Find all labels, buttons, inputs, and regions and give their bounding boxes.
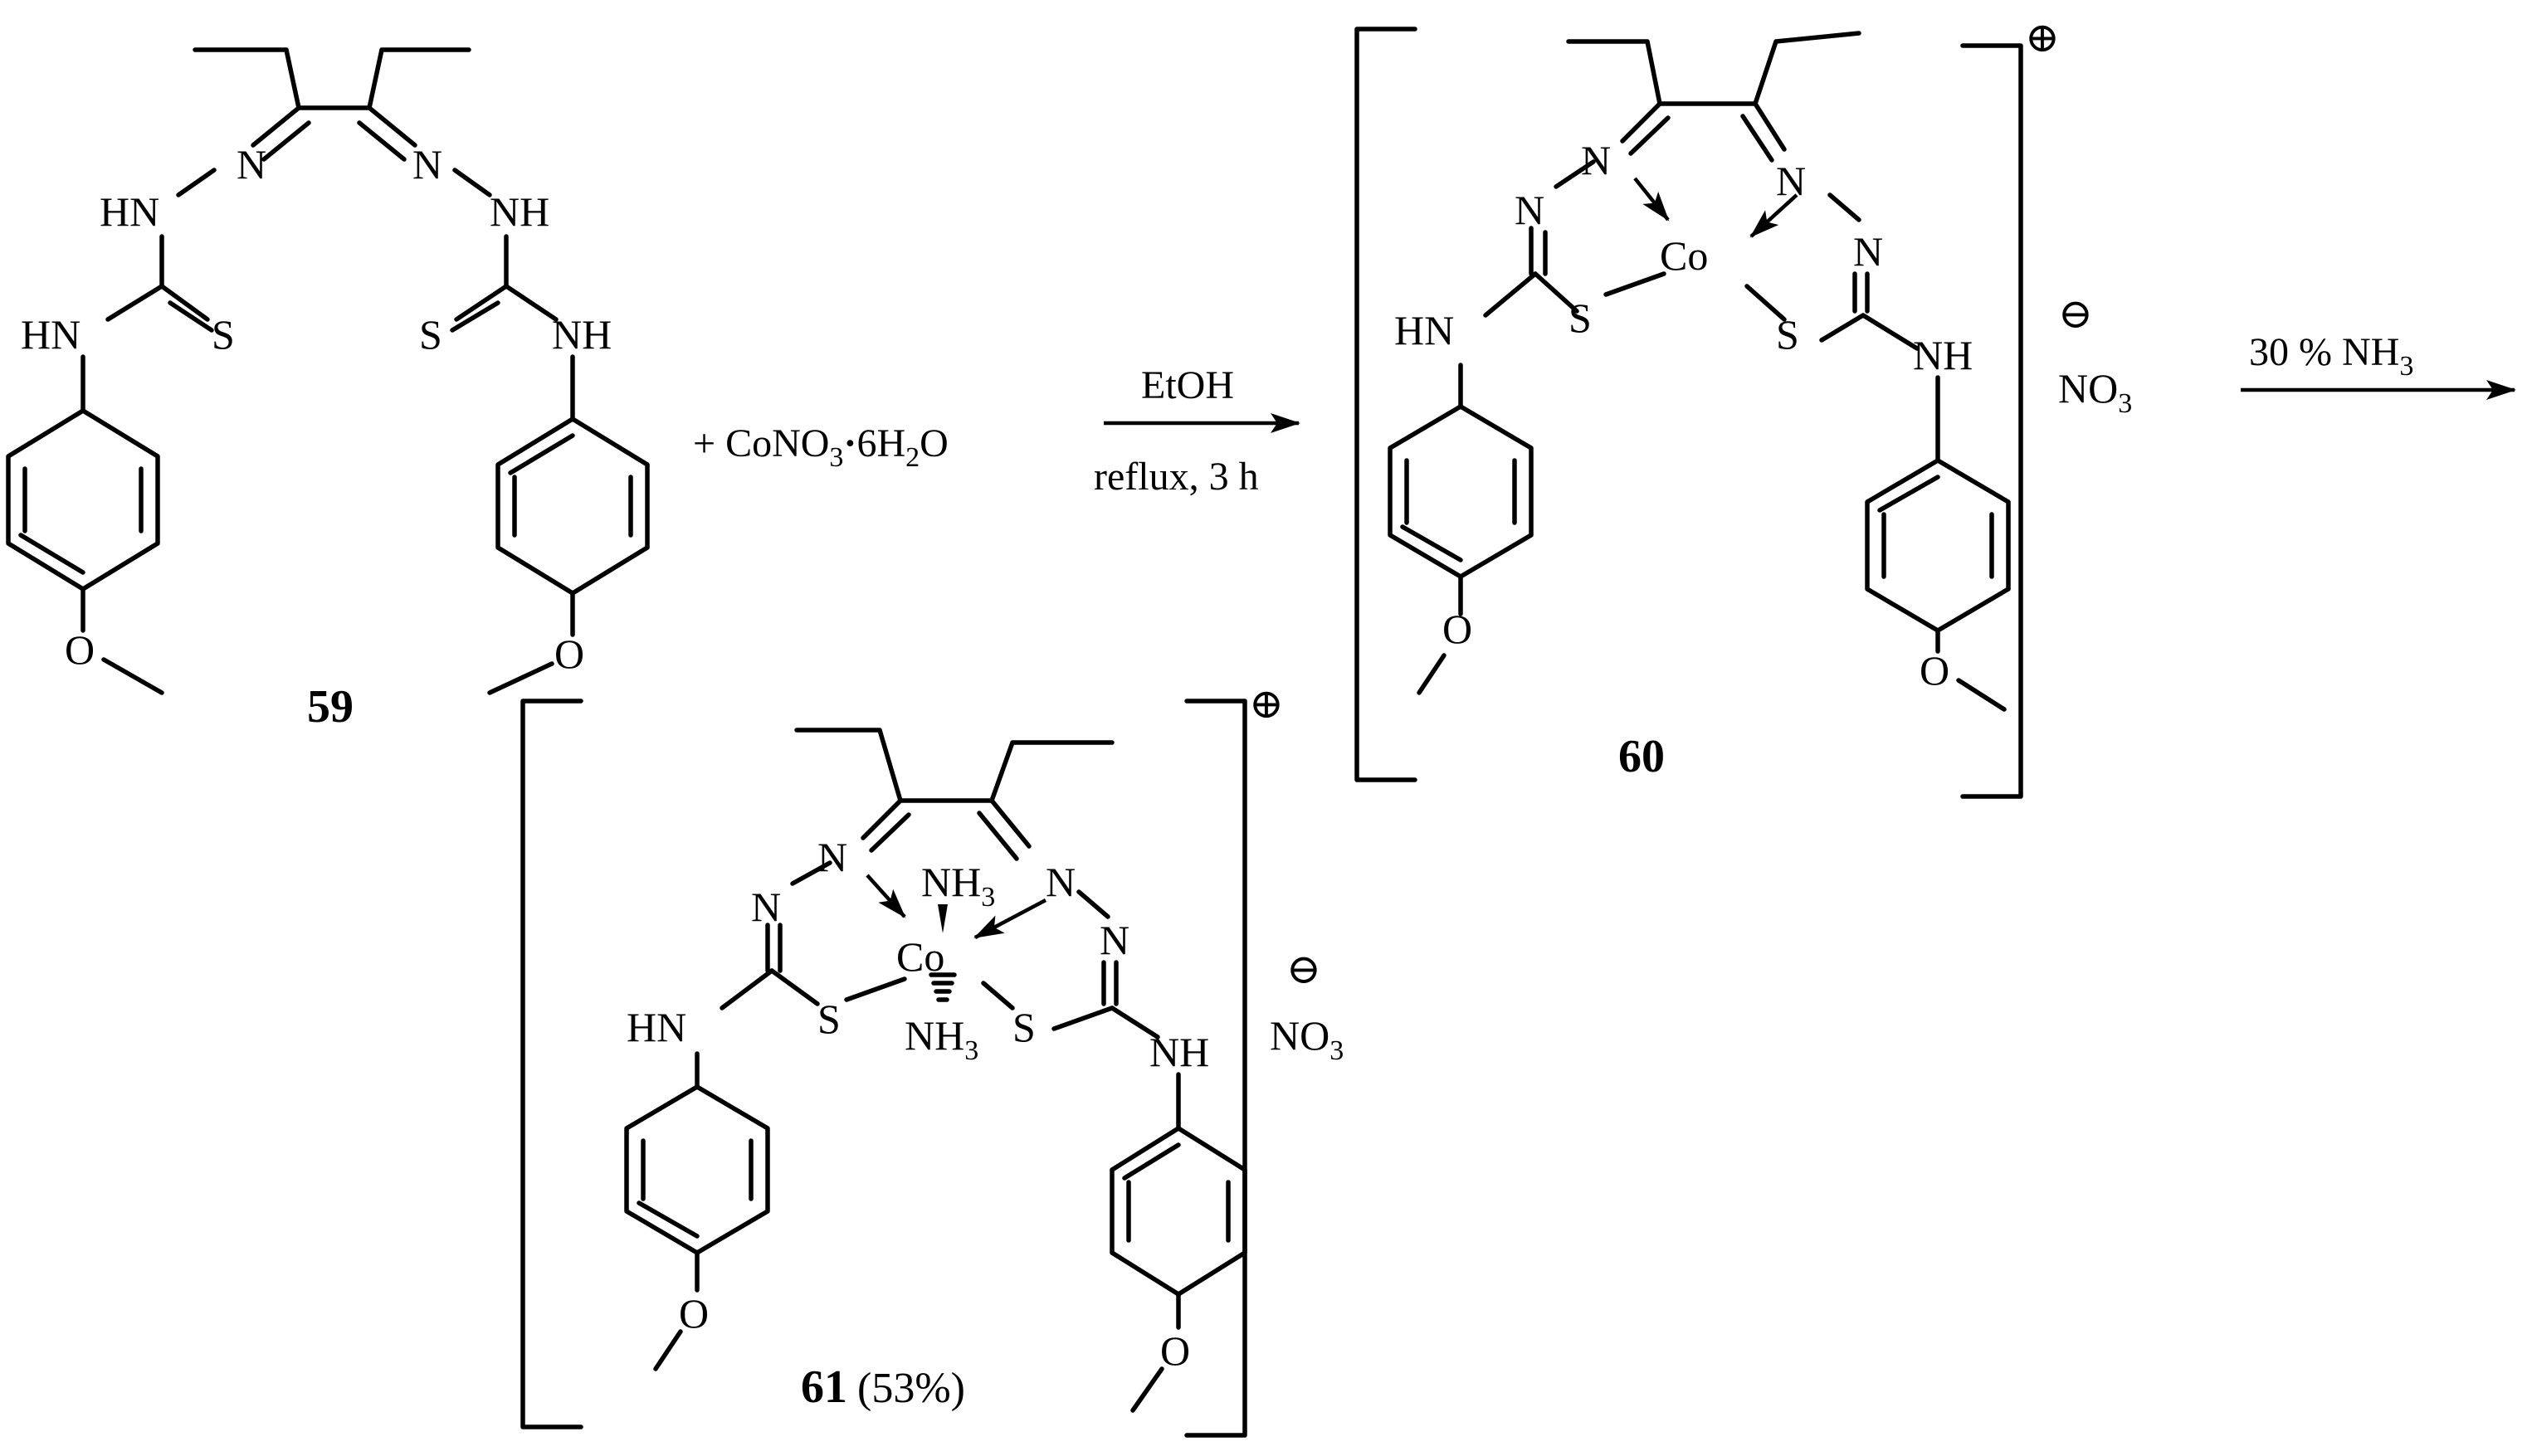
atom-S: S: [1568, 295, 1592, 341]
charge-plus: ⊕: [1249, 680, 1284, 727]
atom-NH: NH: [490, 188, 549, 235]
atom-N: N: [1046, 859, 1076, 905]
atom-O: O: [1160, 1327, 1190, 1374]
ligand-NH3-top: NH3: [921, 859, 995, 913]
atom-N: N: [817, 834, 847, 880]
atom-N: N: [1776, 158, 1806, 204]
atom-N: N: [751, 884, 781, 930]
reagent-text: + CoNO3·6H2O: [693, 421, 949, 473]
reaction-arrow-2: 30 % NH3: [2241, 330, 2516, 400]
atom-HN: HN: [21, 311, 80, 358]
arrow-1-above: EtOH: [1141, 363, 1234, 407]
counter-charge: ⊖: [1286, 946, 1321, 992]
atom-N: N: [1581, 137, 1611, 183]
atom-HN: HN: [627, 1004, 686, 1050]
atom-Co: Co: [896, 933, 944, 980]
arrow-2-above: 30 % NH3: [2249, 330, 2413, 382]
counter-ion: NO3: [1270, 1012, 1344, 1066]
atom-N: N: [412, 141, 442, 187]
atom-N: N: [1100, 917, 1129, 963]
ligand-NH3-bottom: NH3: [905, 1012, 978, 1066]
atom-NH: NH: [1913, 332, 1973, 378]
atom-S: S: [1012, 1004, 1036, 1050]
compound-59: N HN S HN O N NH S NH O 59: [6, 47, 650, 733]
atom-NH: NH: [1149, 1029, 1209, 1075]
atom-NH: NH: [552, 311, 612, 358]
compound-61: ⊕ N N N N: [520, 680, 1344, 1438]
atom-O: O: [679, 1290, 709, 1337]
atom-Co: Co: [1660, 232, 1708, 279]
counter-charge: ⊖: [2058, 290, 2093, 337]
atom-O: O: [1920, 647, 1949, 694]
atom-O: O: [65, 626, 95, 673]
compound-label-61: 61(53%): [801, 1361, 965, 1413]
atom-O: O: [1442, 606, 1472, 652]
atom-S: S: [817, 996, 841, 1042]
atom-N: N: [1515, 187, 1544, 233]
atom-S: S: [212, 311, 235, 358]
reagent: + CoNO3·6H2O: [693, 421, 949, 473]
atom-N: N: [1853, 228, 1883, 275]
compound-60: ⊕ N N N N Co S: [1354, 14, 2132, 799]
reaction-arrow-1: EtOH reflux, 3 h: [1094, 363, 1300, 499]
atom-HN: HN: [1394, 307, 1454, 353]
charge-plus: ⊕: [2025, 14, 2060, 61]
compound-label-59: 59: [307, 681, 354, 733]
atom-S: S: [419, 311, 442, 358]
atom-O: O: [554, 631, 584, 677]
compound-label-60: 60: [1618, 731, 1665, 782]
atom-HN: HN: [100, 188, 159, 235]
arrow-1-below: reflux, 3 h: [1094, 455, 1259, 499]
atom-N: N: [237, 141, 266, 187]
counter-ion: NO3: [2058, 365, 2132, 419]
atom-S: S: [1776, 311, 1799, 358]
